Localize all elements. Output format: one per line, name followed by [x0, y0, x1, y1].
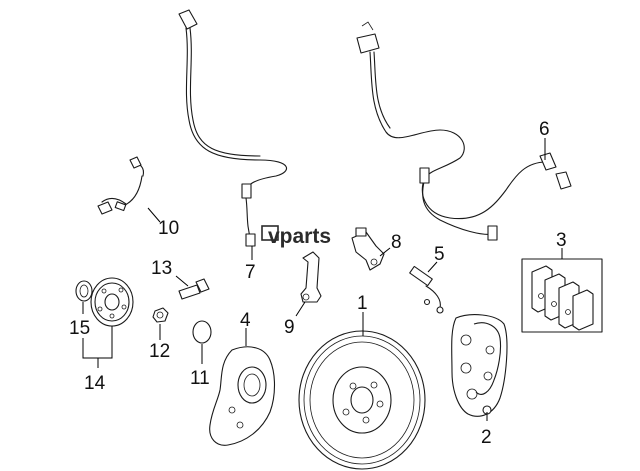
callout-11: 11 — [190, 368, 210, 389]
callout-9: 9 — [284, 317, 295, 338]
callout-4: 4 — [240, 310, 251, 331]
callout-1: 1 — [357, 293, 368, 314]
part-8-bracket[interactable] — [351, 227, 385, 271]
part-15-seal[interactable] — [75, 280, 93, 302]
watermark-logo: vparts — [261, 225, 331, 248]
callout-5: 5 — [434, 244, 445, 265]
part-2-caliper[interactable] — [451, 314, 508, 417]
callout-3: 3 — [556, 230, 567, 251]
part-14-hub[interactable] — [90, 277, 134, 327]
part-13-bolt[interactable] — [178, 278, 210, 300]
leader-lines — [82, 138, 563, 421]
part-1-brake-rotor[interactable] — [298, 330, 426, 470]
part-11-o-ring[interactable] — [192, 320, 212, 344]
callout-7: 7 — [245, 262, 256, 283]
callout-8: 8 — [391, 232, 402, 253]
part-5-sensor[interactable] — [409, 265, 444, 314]
callout-12: 12 — [149, 341, 170, 362]
part-12-nut[interactable] — [152, 307, 169, 323]
callout-2: 2 — [481, 427, 492, 448]
callout-6: 6 — [539, 119, 550, 140]
callout-13: 13 — [151, 258, 172, 279]
part-10-brake-hose[interactable] — [97, 156, 144, 215]
callout-14: 14 — [84, 373, 106, 394]
callout-15: 15 — [69, 318, 90, 339]
part-3-brake-pads[interactable] — [521, 258, 603, 333]
part-7-sensor-wire[interactable] — [178, 9, 287, 247]
part-6-sensor-wire[interactable] — [356, 21, 572, 241]
watermark-text: vparts — [268, 225, 331, 248]
callout-10: 10 — [158, 218, 179, 239]
part-9-bracket[interactable] — [300, 251, 322, 303]
part-4-dust-shield[interactable] — [209, 346, 276, 446]
